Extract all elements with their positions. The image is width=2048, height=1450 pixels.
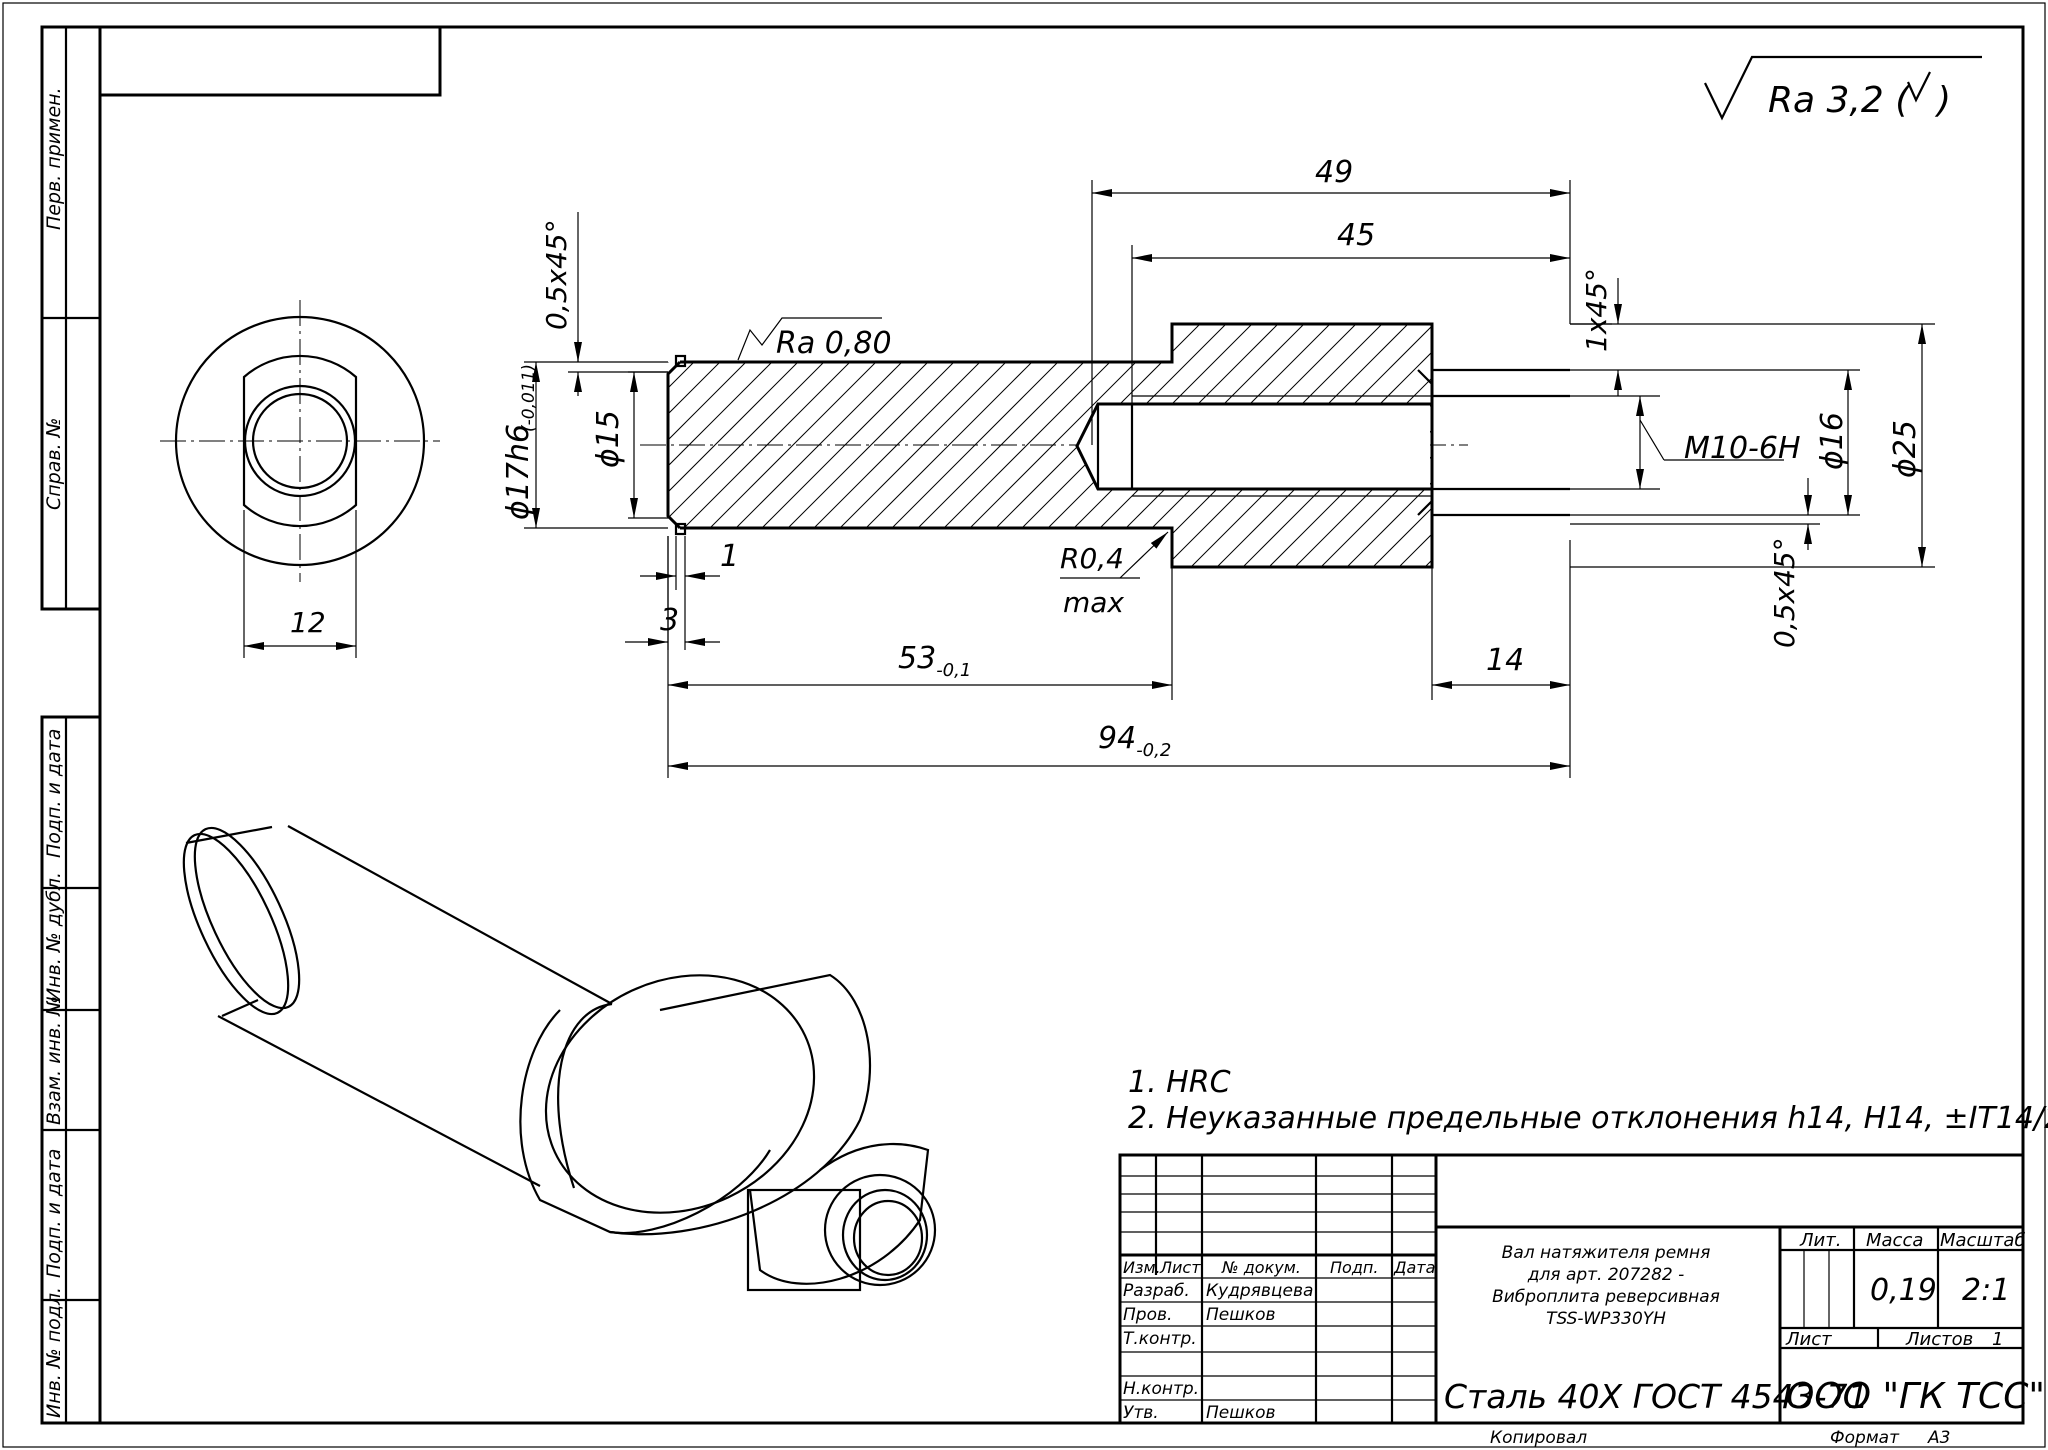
stamp-inv-podl: Инв. № подл. bbox=[43, 1287, 65, 1418]
tb-razrab-name: Кудрявцева bbox=[1206, 1281, 1313, 1301]
stamp-perv-primen: Перв. примен. bbox=[43, 87, 65, 230]
general-roughness-text: Ra 3,2 ( bbox=[1768, 80, 1911, 121]
tb-lit-label: Лит. bbox=[1799, 1230, 1841, 1251]
dim-dia-17h6-tol: (-0,011) bbox=[519, 364, 539, 432]
technical-notes: 1. HRC 2. Неуказанные предельные отклоне… bbox=[1128, 1065, 2048, 1136]
tb-col-list: Лист bbox=[1159, 1258, 1201, 1277]
hatch-line bbox=[668, 324, 705, 567]
hatch-line bbox=[668, 324, 809, 567]
hatch-line bbox=[1339, 324, 1432, 567]
dim-radius: R0,4 bbox=[1060, 542, 1124, 575]
hatch-line bbox=[1365, 324, 1432, 567]
dim-94: 94-0,2 bbox=[1098, 721, 1171, 761]
hatch-line bbox=[1417, 324, 1432, 567]
note-2: 2. Неуказанные предельные отклонения h14… bbox=[1128, 1101, 2048, 1136]
stamp-inv-dubl: Инв. № дубл. bbox=[43, 872, 65, 1002]
left-side-stamps: Перв. примен. Справ. № Подп. и дата Инв.… bbox=[40, 25, 102, 1425]
dim-dia-16: ϕ16 bbox=[1815, 412, 1850, 470]
note-1: 1. HRC bbox=[1128, 1065, 1231, 1100]
dim-dia-25: ϕ25 bbox=[1888, 420, 1923, 478]
dim-dia-15: ϕ15 bbox=[591, 410, 626, 468]
tb-nkontr-label: Н.контр. bbox=[1123, 1379, 1199, 1399]
tb-scale-value: 2:1 bbox=[1962, 1273, 2010, 1308]
hatch-line bbox=[1313, 324, 1432, 567]
title-block: Изм. Лист № докум. Подп. Дата Разраб. Ку… bbox=[1118, 1153, 2045, 1448]
dim-dia-17h6: ϕ17h6 bbox=[501, 424, 536, 520]
tb-format-value: А3 bbox=[1927, 1428, 1950, 1448]
shaft-outline bbox=[680, 322, 1434, 569]
dim-49: 49 bbox=[1315, 155, 1353, 190]
tb-col-doc: № докум. bbox=[1221, 1258, 1301, 1277]
tb-sheets-value: 1 bbox=[1992, 1329, 2003, 1350]
main-dimensions: 49 45 ϕ17h6 (-0,011) ϕ15 0,5x45° Ra 0,80… bbox=[501, 155, 1935, 778]
drawing-frame bbox=[98, 25, 2025, 1425]
tb-prov-name: Пешков bbox=[1206, 1305, 1276, 1325]
dim-14: 14 bbox=[1486, 643, 1524, 678]
tb-col-podp: Подп. bbox=[1330, 1258, 1378, 1277]
tb-sheet-label: Лист bbox=[1785, 1329, 1832, 1350]
isometric-view bbox=[182, 825, 937, 1292]
dim-1: 1 bbox=[720, 539, 739, 574]
stamp-podp-data-1: Подп. и дата bbox=[43, 729, 65, 858]
tb-col-izm: Изм. bbox=[1123, 1258, 1161, 1277]
tb-name-line4: TSS-WP330YH bbox=[1546, 1309, 1666, 1329]
tb-scale-label: Масштаб bbox=[1940, 1230, 2026, 1251]
dim-radius-max: max bbox=[1063, 586, 1124, 619]
dim-chamfer-right-bottom: 0,5x45° bbox=[1768, 537, 1801, 648]
dim-thread: M10-6H bbox=[1684, 431, 1801, 466]
end-view: 12 bbox=[160, 300, 440, 658]
tb-col-data: Дата bbox=[1393, 1258, 1435, 1277]
tb-razrab-label: Разраб. bbox=[1123, 1281, 1190, 1301]
tb-name-line2: для арт. 207282 - bbox=[1527, 1265, 1685, 1285]
shaft-roughness: Ra 0,80 bbox=[776, 326, 892, 361]
dim-chamfer-right-top: 1x45° bbox=[1580, 268, 1613, 352]
tb-company: ООО "ГК ТСС" bbox=[1786, 1376, 2045, 1417]
general-roughness-suffix: ) bbox=[1934, 80, 1951, 121]
dim-chamfer-left: 0,5x45° bbox=[540, 219, 573, 330]
general-roughness-symbol: Ra 3,2 ( ) bbox=[1704, 55, 1982, 121]
tb-sheets-label: Листов bbox=[1905, 1329, 1973, 1350]
stamp-podp-data-2: Подп. и дата bbox=[43, 1149, 65, 1278]
stamp-vzam-inv: Взам. инв. № bbox=[43, 996, 65, 1125]
tb-utv-name: Пешков bbox=[1206, 1403, 1276, 1423]
tb-name-line3: Виброплита реверсивная bbox=[1492, 1287, 1720, 1307]
dim-53: 53-0,1 bbox=[898, 641, 971, 681]
tb-mass-value: 0,19 bbox=[1870, 1273, 1937, 1308]
dim-flat-12: 12 bbox=[290, 606, 326, 639]
hatch-line bbox=[1287, 324, 1432, 567]
tb-copied: Копировал bbox=[1490, 1428, 1587, 1448]
tb-tkontr-label: Т.контр. bbox=[1123, 1329, 1197, 1349]
dim-3: 3 bbox=[660, 603, 679, 638]
tb-format-label: Формат bbox=[1830, 1428, 1900, 1448]
tb-mass-label: Масса bbox=[1866, 1230, 1923, 1251]
hatch-line bbox=[326, 300, 626, 600]
hatch-line bbox=[1391, 324, 1432, 567]
tb-material: Сталь 40Х ГОСТ 4543-71 bbox=[1444, 1377, 1869, 1416]
tb-utv-label: Утв. bbox=[1123, 1403, 1159, 1423]
dim-45: 45 bbox=[1337, 218, 1375, 253]
hatch-line bbox=[300, 300, 600, 600]
top-left-stamp-box bbox=[98, 25, 442, 97]
tb-prov-label: Пров. bbox=[1123, 1305, 1172, 1325]
stamp-sprav-no: Справ. № bbox=[43, 418, 65, 510]
tb-name-line1: Вал натяжителя ремня bbox=[1502, 1243, 1711, 1263]
